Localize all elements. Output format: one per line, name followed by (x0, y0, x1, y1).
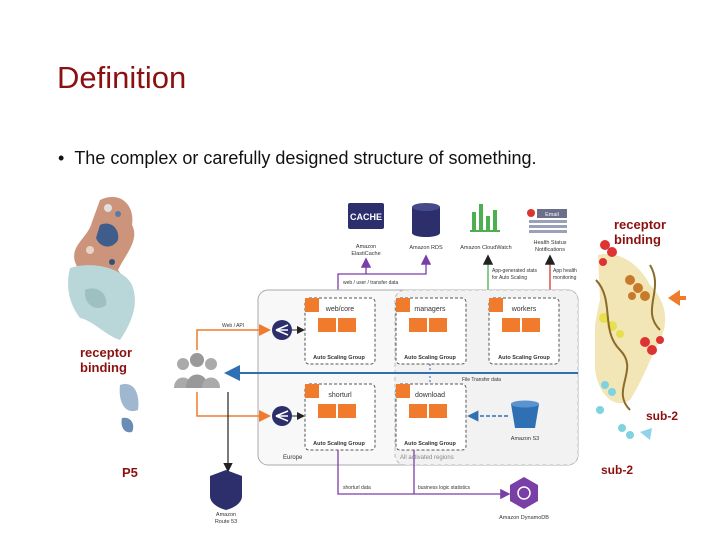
s3-bucket-icon (511, 400, 539, 428)
cache-icon: CACHE (348, 203, 384, 229)
right-receptor-label-1: receptor (614, 217, 666, 232)
dynamodb-label: Amazon DynamoDB (499, 515, 549, 521)
asg-shorturl-name: shorturl (328, 392, 352, 399)
route53-label-2: Route 53 (215, 519, 237, 525)
bullet-item: • The complex or carefully designed struc… (58, 148, 537, 169)
rds-label: Amazon RDS (409, 245, 443, 251)
elasticache-label-2: ElastiCache (351, 251, 380, 257)
asg-workers-footer: Auto Scaling Group (498, 355, 550, 361)
health-label-1: Health Status (533, 240, 566, 246)
slide-title: Definition (57, 60, 187, 95)
email-badge-text: Email (545, 212, 559, 218)
all-regions-label: All activated regions (400, 455, 454, 461)
asg-workers-name: workers (511, 306, 537, 313)
asg-shorturl: shorturl Auto Scaling Group (304, 383, 376, 451)
file-transfer-label: File Transfer data (462, 377, 501, 383)
web-user-transfer-label: web / user / transfer data (343, 280, 399, 286)
cache-badge-text: CACHE (350, 212, 382, 222)
protein-structure-left (68, 196, 139, 433)
app-health-label-2: monitoring (553, 275, 577, 281)
web-api-label: Web / API (222, 323, 244, 329)
load-balancer-icon-bottom (272, 406, 292, 426)
users-icon (174, 353, 220, 388)
connector-users-to-lb-bottom (196, 392, 271, 422)
right-sub-label-a: sub-2 (646, 409, 678, 423)
dynamodb-icon (510, 477, 538, 509)
asg-managers-name: managers (414, 306, 446, 313)
shorturl-data-label: shorturl data (343, 485, 371, 491)
asg-web-core-name: web/core (325, 306, 355, 313)
asg-download-footer: Auto Scaling Group (404, 441, 456, 447)
bullet-text: The complex or carefully designed struct… (74, 148, 537, 168)
region-label: Europe (283, 455, 303, 461)
right-sub-label-b: sub-2 (601, 463, 633, 477)
asg-shorturl-footer: Auto Scaling Group (313, 441, 365, 447)
left-receptor-label-1: receptor (80, 345, 132, 360)
protein-structure-right (593, 240, 686, 440)
health-label-2: Notifications (535, 247, 565, 253)
route53-shield-icon (210, 470, 242, 510)
load-balancer-icon-top (272, 320, 292, 340)
right-receptor-label-2: binding (614, 232, 661, 247)
asg-web-core-footer: Auto Scaling Group (313, 355, 365, 361)
asg-managers-footer: Auto Scaling Group (404, 355, 456, 361)
route53-label-1: Amazon (216, 512, 236, 518)
left-receptor-label-2: binding (80, 360, 127, 375)
s3-label: Amazon S3 (511, 436, 539, 442)
database-icon (412, 203, 440, 237)
app-stats-label-1: App-generated stats (492, 268, 538, 274)
asg-managers: managers Auto Scaling Group (395, 297, 467, 365)
asg-web-core: web/core Auto Scaling Group (304, 297, 376, 365)
asg-workers: workers Auto Scaling Group (488, 297, 560, 365)
connector-shorturl-to-dynamodb (337, 450, 511, 500)
asg-download-name: download (415, 392, 445, 399)
connector-core-to-rds (337, 254, 432, 296)
app-stats-label-2: for Auto Scaling (492, 275, 527, 281)
elasticache-label-1: Amazon (356, 244, 376, 250)
bullet-marker: • (58, 148, 65, 168)
left-p5-label: P5 (122, 465, 138, 480)
email-icon: Email (527, 209, 567, 233)
business-stats-label: business logic statistics (418, 485, 470, 491)
connector-users-to-lb-top (196, 324, 271, 350)
cloudwatch-label: Amazon CloudWatch (460, 245, 511, 251)
app-health-label-1: App health (553, 268, 577, 274)
asg-download: download Auto Scaling Group (395, 383, 467, 451)
bar-chart-icon (470, 204, 500, 232)
